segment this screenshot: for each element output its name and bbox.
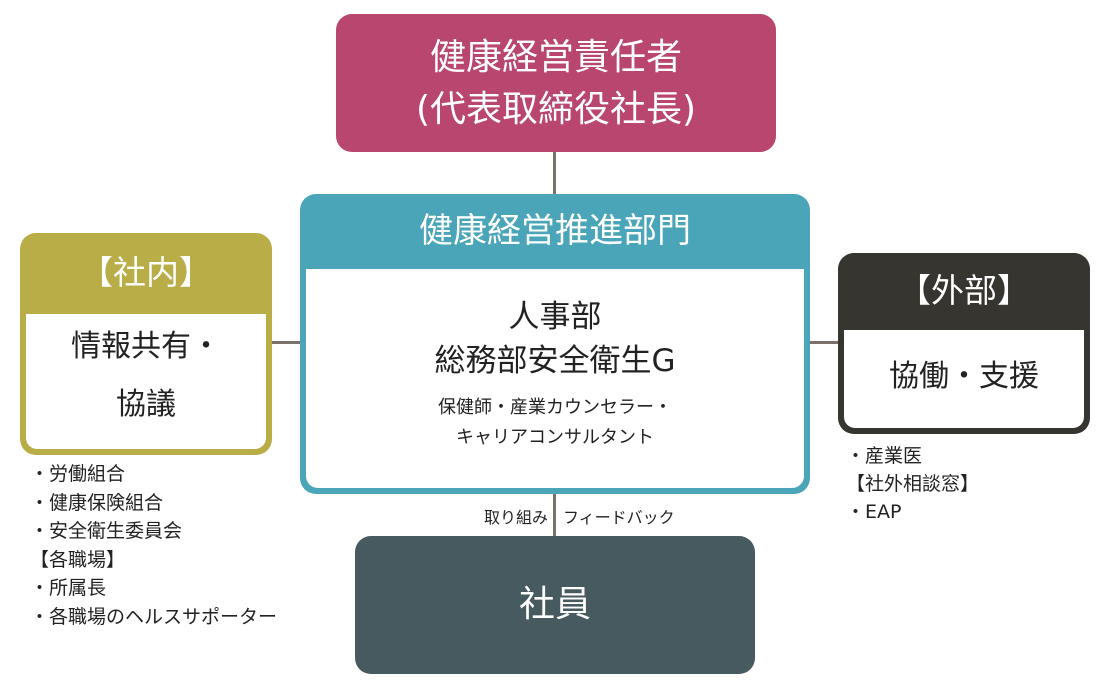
internal-line2: 協議 (116, 387, 176, 422)
list-item: ・健康保険組合 (30, 491, 164, 514)
center-line1: 人事部 (508, 299, 602, 335)
health-management-officer-box: 健康経営責任者 (代表取締役社長) (336, 14, 776, 152)
employees-box: 社員 (355, 536, 755, 674)
connector-center-right (808, 341, 840, 344)
top-box-line1: 健康経営責任者 (429, 37, 682, 78)
external-box: 【外部】 協働・支援 (838, 253, 1090, 434)
internal-line1: 情報共有・ (71, 329, 221, 364)
external-list: ・産業医 【社外相談窓】 ・EAP (846, 442, 979, 526)
flow-label-initiatives: 取り組み (483, 508, 548, 527)
external-box-title: 【外部】 (898, 271, 1030, 310)
internal-list: ・労働組合 ・健康保険組合 ・安全衛生委員会 【各職場】 ・所属長 ・各職場のヘ… (30, 460, 277, 631)
flow-label-feedback: フィードバック (563, 508, 675, 527)
list-item: 【社外相談窓】 (846, 473, 980, 495)
internal-box: 【社内】 情報共有・ 協議 (20, 233, 272, 455)
list-item: ・産業医 (846, 445, 923, 467)
list-item: ・所属長 (30, 577, 107, 599)
internal-box-body: 情報共有・ 協議 (26, 314, 266, 449)
connector-left-center (270, 341, 303, 344)
external-box-body: 協働・支援 (844, 330, 1084, 428)
external-body-text: 協働・支援 (889, 359, 1039, 394)
internal-box-title: 【社内】 (80, 253, 212, 292)
list-item: 【各職場】 (30, 548, 126, 571)
center-sub2: キャリアコンサルタント (456, 427, 654, 448)
center-sub1: 保健師・産業カウンセラー・ (438, 397, 672, 418)
connector-center-bottom (553, 492, 556, 538)
connector-top-center (553, 150, 556, 198)
list-item: ・各職場のヘルスサポーター (30, 605, 278, 628)
employees-title: 社員 (518, 584, 591, 625)
center-box-body: 人事部 総務部安全衛生G 保健師・産業カウンセラー・ キャリアコンサルタント (306, 269, 804, 488)
center-line2: 総務部安全衛生G (434, 343, 676, 379)
top-box-line2: (代表取締役社長) (415, 89, 697, 130)
center-box-title: 健康経営推進部門 (419, 211, 691, 251)
list-item: ・労働組合 (30, 463, 126, 485)
list-item: ・EAP (846, 501, 902, 523)
list-item: ・安全衛生委員会 (30, 520, 183, 542)
health-promotion-dept-box: 健康経営推進部門 人事部 総務部安全衛生G 保健師・産業カウンセラー・ キャリア… (300, 194, 810, 494)
